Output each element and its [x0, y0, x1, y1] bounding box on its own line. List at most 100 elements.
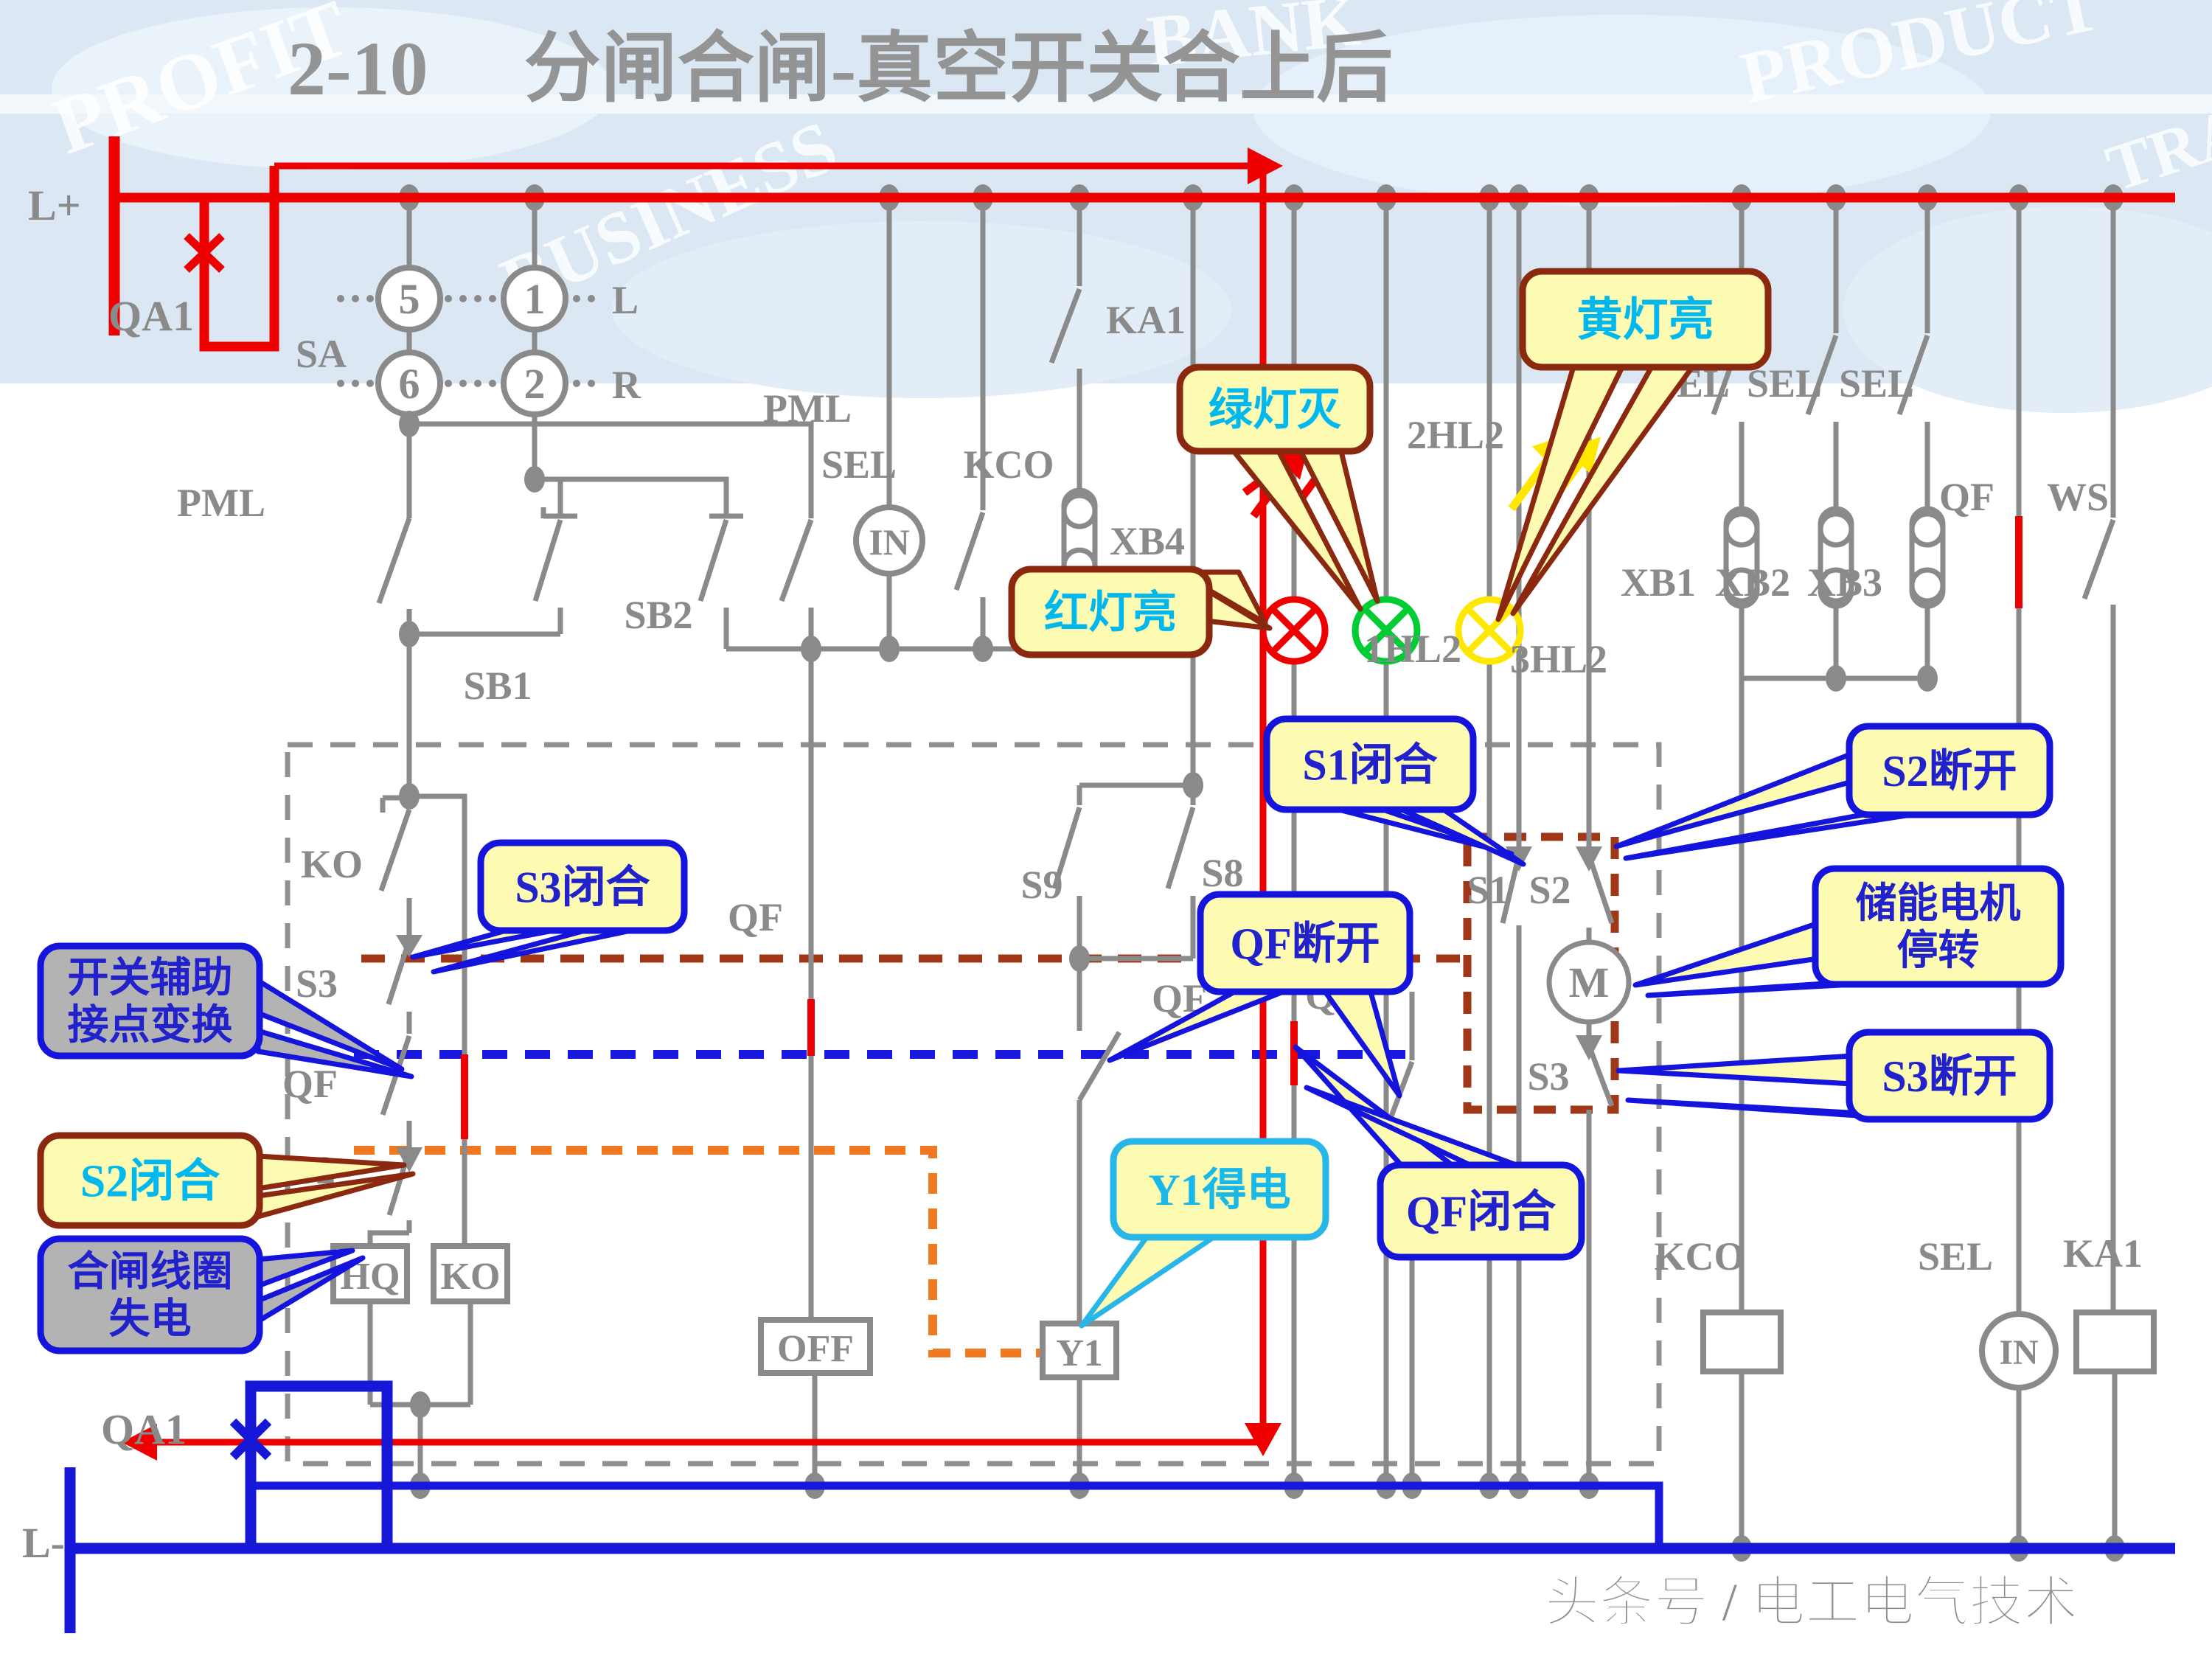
label-in-mid: IN — [869, 521, 910, 563]
label-sel-2: SEL — [1747, 361, 1822, 406]
callout-s2-open: S2断开 — [1613, 723, 2053, 861]
callout-red-lamp-on: 红灯亮 — [1008, 566, 1273, 658]
label-s1-brown: S1 — [1467, 868, 1509, 912]
label-qf-left: QF — [282, 1062, 338, 1106]
label-sa-2: 2 — [524, 360, 546, 408]
x-mark-top — [184, 233, 225, 273]
callout-aux-contact-text-1: 接点变换 — [68, 1003, 233, 1048]
callout-red-lamp-on-text-0: 红灯亮 — [1044, 588, 1177, 637]
callout-s2-closed: S2闭合 — [37, 1132, 416, 1229]
label-off: OFF — [777, 1328, 854, 1370]
channel-watermark: 头条号 / 电工电气技术 — [1545, 1573, 2079, 1633]
callout-s3-open-text-0: S3断开 — [1882, 1052, 2017, 1101]
label-kco-bottom: KCO — [1654, 1234, 1745, 1279]
label-sel-mid: SEL — [821, 442, 897, 487]
callout-s3-open-tail-0 — [1615, 1053, 1855, 1087]
lamps — [1259, 596, 1524, 665]
callout-qf-open-text-0: QF断开 — [1230, 919, 1380, 968]
callout-yellow-lamp-on: 黄灯亮 — [1495, 268, 1772, 622]
devices — [330, 487, 2157, 1391]
callout-qf-closed: QF闭合 — [1293, 1044, 1585, 1261]
callout-s1-closed-tail-1 — [1392, 804, 1526, 867]
l-plus-label: L+ — [28, 181, 81, 229]
lamp-2hl2-green — [1352, 596, 1421, 665]
callout-y1-energized: Y1得电 — [1079, 1138, 1329, 1329]
callout-motor-stop-tail-0 — [1632, 920, 1821, 988]
sa-selector-circles — [375, 265, 568, 417]
fuse-xb1 — [1723, 506, 1760, 609]
fuse-xb3 — [1909, 506, 1946, 609]
label-sa-l: L — [612, 278, 639, 322]
callout-closing-coil-text-1: 失电 — [109, 1297, 192, 1343]
orange-dashed-line — [354, 1146, 1041, 1357]
callout-y1-energized-box — [1110, 1138, 1329, 1241]
label-sa-r: R — [612, 363, 641, 407]
label-xb4: XB4 — [1110, 519, 1185, 563]
label-kco-mid: KCO — [963, 442, 1054, 487]
coil-kco — [1700, 1310, 1784, 1374]
callout-red-lamp-on-box — [1008, 566, 1213, 658]
label-qf-off-col: QF — [728, 895, 783, 939]
in-indicator-bottom — [1979, 1311, 2059, 1391]
callout-s1-closed-box — [1263, 715, 1477, 813]
label-s8: S8 — [1201, 851, 1243, 895]
callout-y1-energized-text-0: Y1得电 — [1148, 1166, 1290, 1214]
label-ka1-top: KA1 — [1106, 298, 1186, 342]
label-s9: S9 — [1020, 863, 1062, 907]
brown-dashed-box — [1463, 832, 1619, 1114]
callout-qf-open: QF断开 — [1107, 891, 1413, 1099]
callout-green-lamp-off-box — [1176, 364, 1374, 455]
callout-qf-closed-text-0: QF闭合 — [1406, 1188, 1556, 1237]
callout-s3-open: S3断开 — [1615, 1029, 2053, 1123]
callout-aux-contact-box — [37, 942, 263, 1060]
label-pml-2: PML — [763, 386, 852, 431]
blue-return-path — [64, 1380, 2175, 1633]
callout-closing-coil-box — [37, 1235, 263, 1354]
label-sb2: SB2 — [624, 593, 692, 637]
callout-y1-energized-tail-0 — [1079, 1231, 1221, 1329]
callout-closing-coil-text-0: 合闸线圈 — [68, 1250, 233, 1295]
callout-motor-stop-text-1: 停转 — [1897, 928, 1980, 974]
label-xb2: XB2 — [1715, 560, 1790, 605]
label-y1: Y1 — [1056, 1332, 1103, 1374]
callout-s3-closed-text-0: S3闭合 — [515, 863, 650, 912]
label-qa1-top: QA1 — [108, 292, 194, 340]
motor-m — [1546, 939, 1632, 1025]
label-qa1-bottom: QA1 — [101, 1405, 187, 1453]
label-sel-3: SEL — [1839, 361, 1914, 406]
callout-s2-closed-text-0: S2闭合 — [80, 1156, 220, 1207]
gray-wiring — [367, 198, 2118, 1548]
in-indicator-mid — [853, 504, 925, 577]
callout-aux-contact-text-0: 开关辅助 — [68, 956, 233, 1001]
callout-s2-open-tail-0 — [1613, 751, 1855, 849]
callout-motor-stop-text-0: 储能电机 — [1856, 881, 2021, 927]
callout-qf-open-box — [1197, 891, 1413, 995]
label-xb3: XB3 — [1807, 560, 1882, 605]
label-s3-left: S3 — [296, 961, 338, 1006]
lamp-1hl2-red — [1259, 596, 1329, 665]
callout-s2-open-tail-1 — [1623, 809, 1933, 861]
label-sa: SA — [296, 332, 347, 376]
callout-yellow-lamp-on-box — [1519, 268, 1772, 371]
qa1-top-loop — [199, 166, 279, 352]
x-mark-bottom — [229, 1418, 272, 1461]
callout-s3-closed-box — [477, 839, 688, 934]
label-ws: WS — [2047, 475, 2109, 519]
coil-ka1 — [2073, 1310, 2157, 1374]
arrowhead-left — [122, 1424, 157, 1461]
callout-s3-open-box — [1846, 1029, 2053, 1123]
callout-s2-open-box — [1846, 723, 2053, 818]
label-sb1: SB1 — [463, 664, 532, 708]
label-m-motor: M — [1569, 959, 1610, 1006]
inner-return-line — [251, 1481, 1663, 1547]
label-qf-right-top: QF — [1939, 475, 1994, 519]
label-ko-contact: KO — [301, 842, 363, 886]
label-sa-1: 1 — [524, 275, 546, 323]
label-s3-brown: S3 — [1527, 1054, 1569, 1099]
label-ko-box: KO — [441, 1256, 501, 1298]
label-sa-6: 6 — [399, 360, 420, 408]
